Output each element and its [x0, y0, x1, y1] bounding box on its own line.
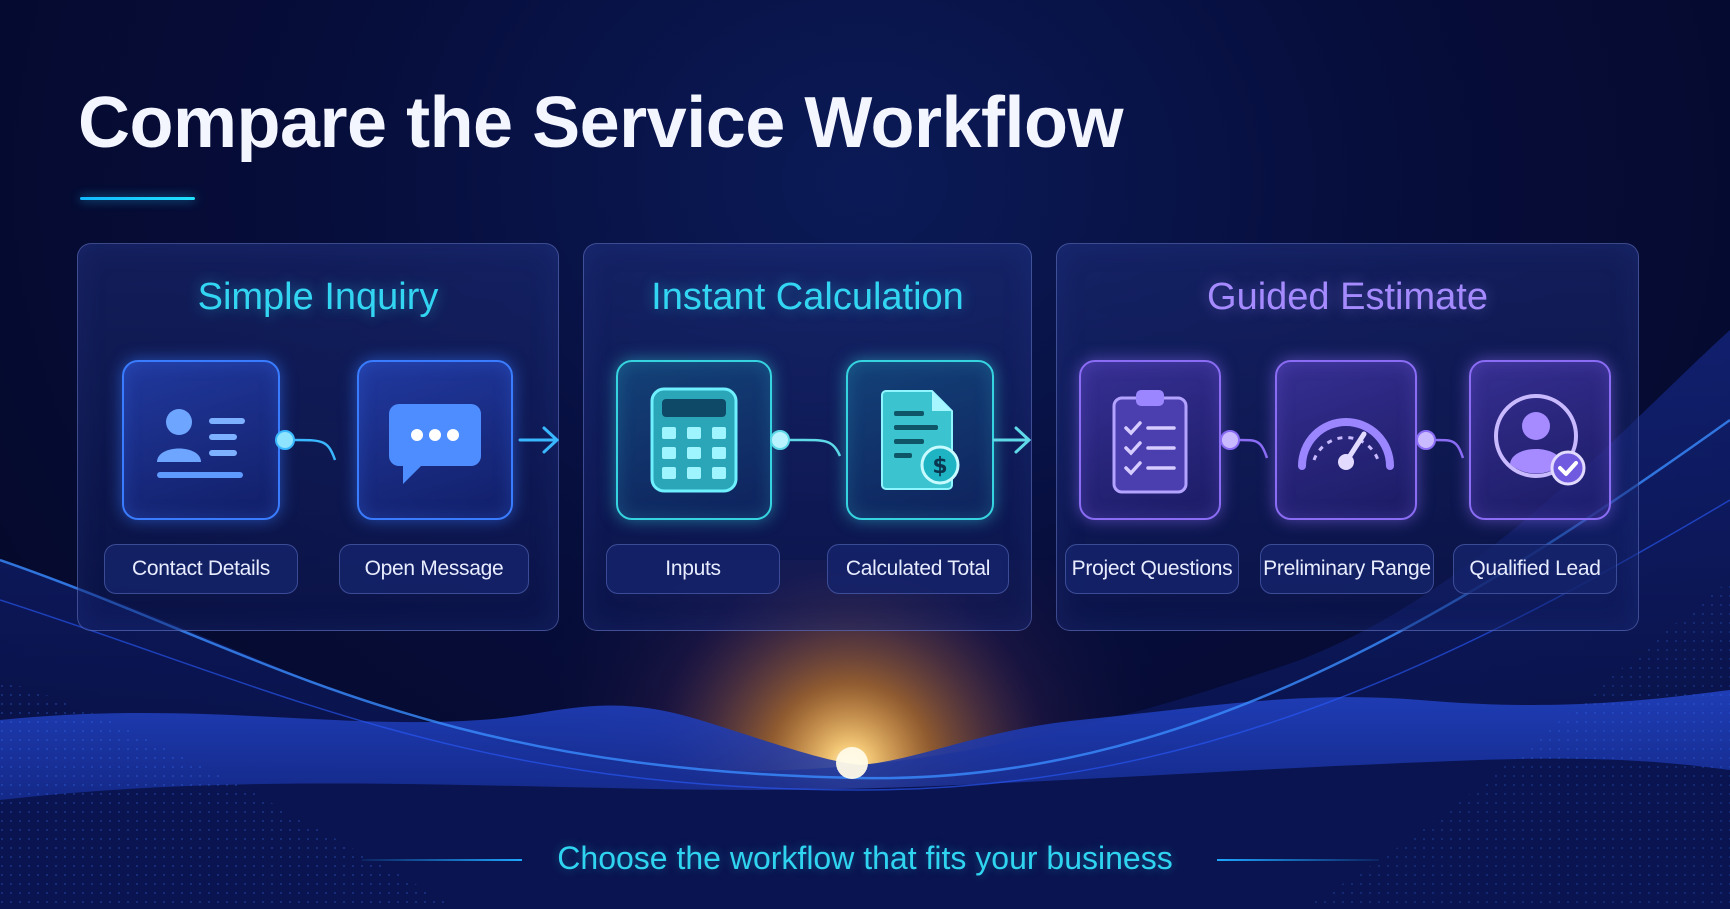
step-label-inputs: Inputs — [606, 544, 780, 594]
arrow-right-icon — [992, 426, 1032, 454]
step-box-calculated-total: $ — [846, 360, 994, 520]
invoice-dollar-icon: $ — [881, 390, 960, 490]
connector-arrow — [770, 430, 842, 457]
card-title: Instant Calculation — [651, 276, 964, 318]
title-underline — [80, 197, 195, 200]
footer-divider-left — [362, 859, 522, 861]
step-label-calculated-total: Calculated Total — [827, 544, 1009, 594]
step-label-qualified-lead: Qualified Lead — [1453, 544, 1617, 594]
card-title: Guided Estimate — [1207, 276, 1488, 318]
arrow-right-icon — [518, 426, 560, 454]
chat-bubble-icon — [389, 404, 481, 484]
contact-card-icon — [157, 409, 245, 478]
workflow-card-instant-calculation: Instant Calculation $ In — [583, 243, 1032, 631]
footer-divider-right — [1217, 859, 1379, 861]
step-label-preliminary-range: Preliminary Range — [1260, 544, 1434, 594]
step-label-contact-details: Contact Details — [104, 544, 298, 594]
step-label-project-questions: Project Questions — [1065, 544, 1239, 594]
step-box-preliminary-range — [1275, 360, 1417, 520]
step-box-open-message — [357, 360, 513, 520]
connector-arrow — [275, 430, 337, 461]
step-box-project-questions — [1079, 360, 1221, 520]
page-title: Compare the Service Workflow — [78, 83, 1123, 163]
verified-user-icon — [1494, 394, 1586, 486]
step-label-open-message: Open Message — [339, 544, 529, 594]
connector-arrow — [1220, 430, 1269, 459]
connector-arrow — [1416, 430, 1465, 459]
svg-text:$: $ — [932, 454, 947, 479]
step-box-inputs — [616, 360, 772, 520]
step-box-contact-details — [122, 360, 280, 520]
calculator-icon — [650, 387, 738, 493]
footer-tagline: Choose the workflow that fits your busin… — [557, 840, 1173, 876]
step-box-qualified-lead — [1469, 360, 1611, 520]
clipboard-checklist-icon — [1112, 390, 1188, 494]
workflow-card-simple-inquiry: Simple Inquiry Contact Details Open Mess… — [77, 243, 560, 631]
workflow-card-guided-estimate: Guided Estimate — [1056, 243, 1639, 631]
card-title: Simple Inquiry — [197, 276, 439, 318]
speedometer-gauge-icon — [1298, 418, 1394, 470]
